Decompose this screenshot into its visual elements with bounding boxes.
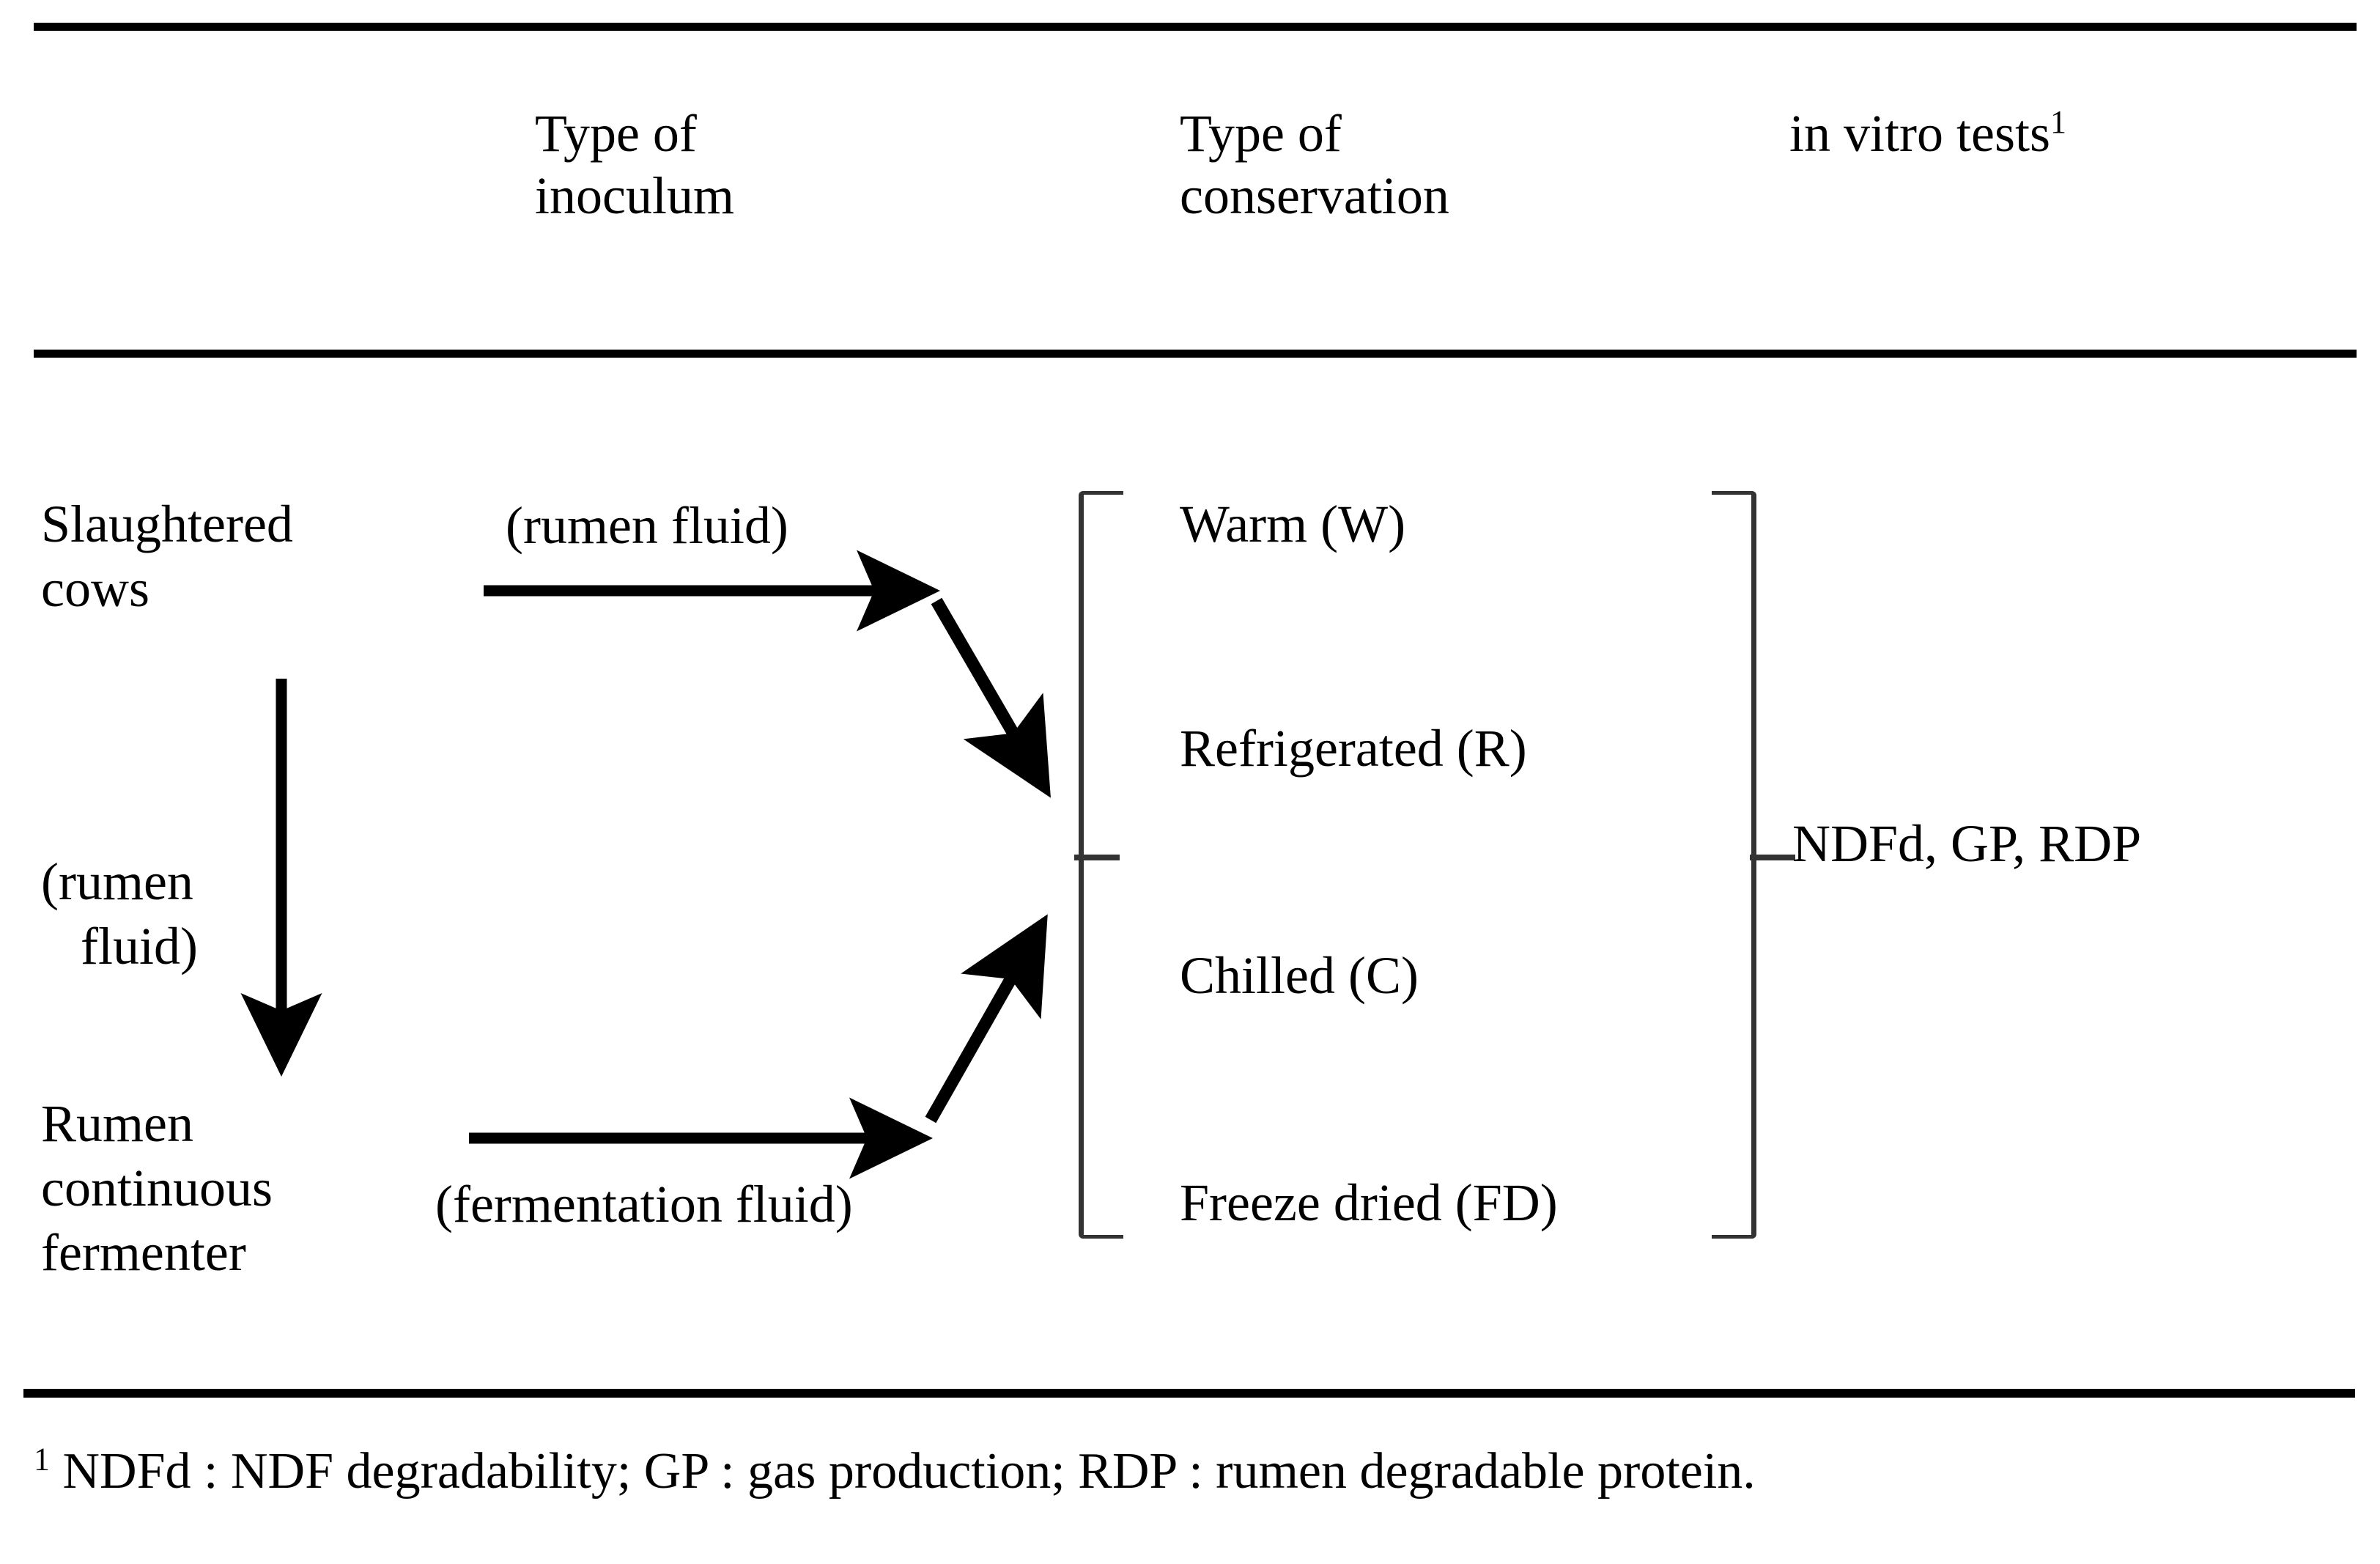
right-bracket-tick-icon: [1750, 855, 1795, 860]
inoculum-source-slaughtered-cows: Slaughtered cows: [41, 495, 293, 618]
right-bracket-icon: [1712, 491, 1756, 1239]
vertical-transfer-label: (rumen fluid): [41, 786, 349, 1043]
flow-label-fermentation-fluid: (fermentation fluid): [435, 1175, 853, 1233]
flow-label-rumen-fluid: (rumen fluid): [506, 496, 788, 555]
column-header-inoculum-line1: Type of: [535, 104, 697, 163]
vertical-transfer-label-line2: fluid): [81, 916, 198, 975]
conservation-type-chilled: Chilled (C): [1180, 946, 1419, 1005]
arrow-rumen-fluid-diagonal: [931, 597, 1051, 798]
inoculum-source-rumen-continuous-fermenter: Rumen continuous fermenter: [41, 1094, 273, 1282]
footnote-mark-icon: 1: [34, 1441, 50, 1478]
left-bracket-tick-icon: [1074, 855, 1120, 860]
footnote-marker-icon: 1: [2050, 104, 2066, 140]
table-top-rule: [34, 23, 2357, 31]
conservation-type-refrigerated: Refrigerated (R): [1180, 719, 1527, 778]
column-header-conservation: Type of conservation: [1180, 103, 1449, 227]
in-vitro-tests-list: NDFd, GP, RDP: [1792, 814, 2142, 873]
table-bottom-rule: [23, 1389, 2355, 1398]
column-header-conservation-line1: Type of: [1180, 104, 1342, 163]
conservation-type-warm: Warm (W): [1180, 495, 1406, 553]
column-header-conservation-line2: conservation: [1180, 166, 1449, 225]
table-footnote: 1 NDFd : NDF degradability; GP : gas pro…: [34, 1441, 1756, 1502]
column-header-inoculum-line2: inoculum: [535, 166, 734, 225]
arrow-fermentation-fluid-diagonal: [925, 914, 1048, 1124]
table-header-rule: [34, 350, 2357, 358]
left-bracket-icon: [1079, 491, 1123, 1239]
column-header-inoculum: Type of inoculum: [535, 103, 734, 227]
column-header-in-vitro-tests: in vitro tests1: [1789, 103, 2066, 165]
footnote-text: NDFd : NDF degradability; GP : gas produ…: [50, 1443, 1756, 1500]
vertical-transfer-label-line1: (rumen: [41, 852, 193, 911]
conservation-type-freeze-dried: Freeze dried (FD): [1180, 1173, 1558, 1232]
column-header-in-vitro-tests-label: in vitro tests: [1789, 104, 2050, 163]
